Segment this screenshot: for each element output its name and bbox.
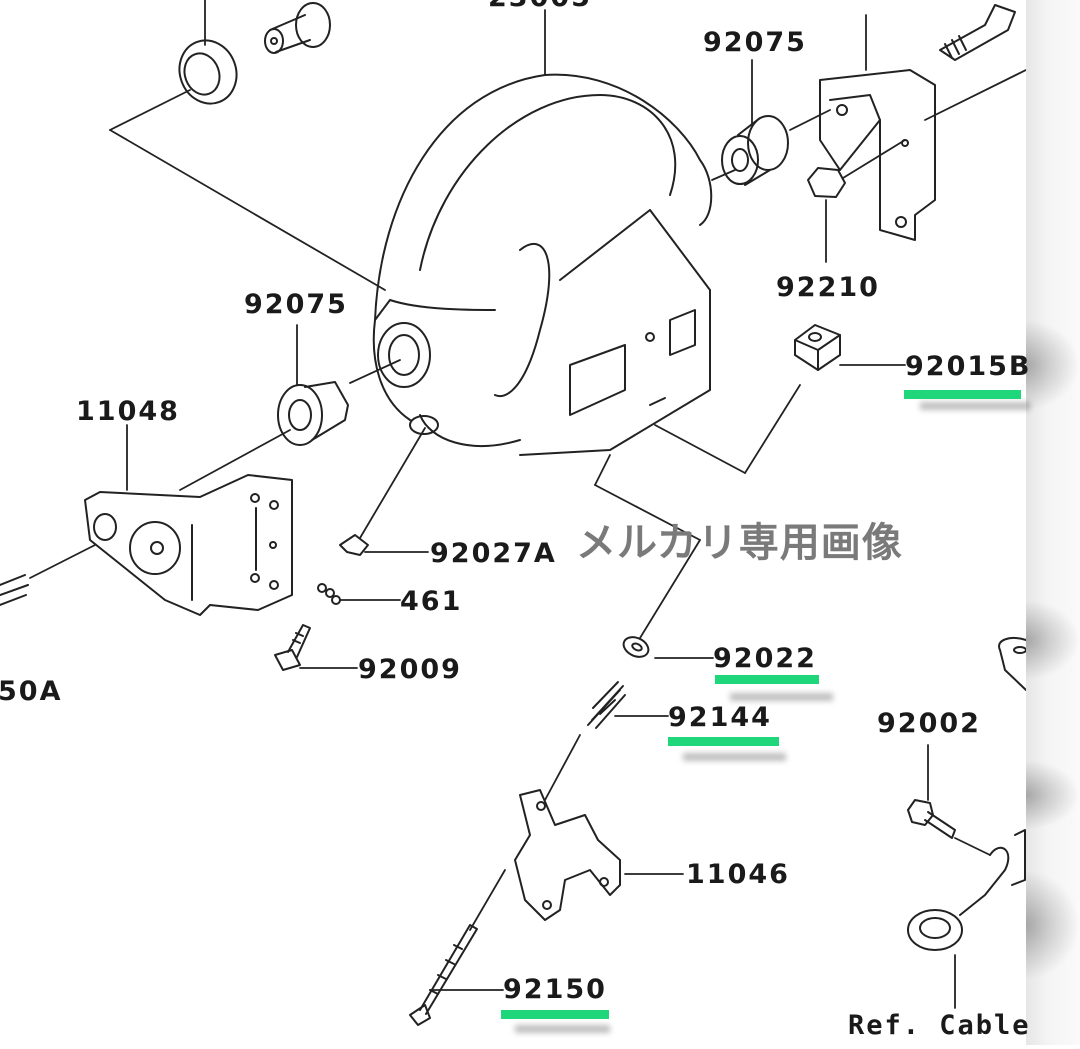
highlight-shadow [683,753,786,761]
spring-stub-part [0,574,29,606]
highlight-shadow [920,402,1030,410]
long-bolt-part [409,924,478,1026]
small-clip-part [317,583,341,605]
grommet-part [339,534,369,556]
rubber-bushing-left-part [277,381,349,446]
rubber-block-part [794,324,841,371]
seal-ring-part [178,39,238,105]
highlight-shadow [515,1025,610,1033]
part-label-23005: 23005 [488,0,592,11]
ref-cable-label: Ref. Cable [848,1010,1031,1041]
part-label-461: 461 [400,586,463,617]
washer-part [622,636,650,658]
part-label-92210: 92210 [776,272,880,303]
partial-bracket-part [998,637,1027,691]
part-label-11046: 11046 [686,859,790,890]
spring-part [587,681,626,729]
part-label-92015B: 92015B [905,351,1032,382]
part-label-92009: 92009 [358,654,462,685]
part-label-92075-top: 92075 [703,27,807,58]
leader-lines [29,0,1031,1009]
mount-bracket-part [819,69,936,241]
part-label-92144: 92144 [668,702,772,733]
part-label-50A: 50A [0,676,63,707]
highlight-92150 [501,1010,609,1019]
flange-bolt-part [907,799,956,839]
rubber-bushing-top-part [721,115,789,186]
pin-bushing-part [264,2,331,54]
right-edge-shadow [1026,0,1080,1045]
screw-part [274,624,311,671]
part-label-92150: 92150 [503,974,607,1005]
highlight-92015B [904,390,1021,399]
part-label-92022: 92022 [713,643,817,674]
lower-bracket-part [84,474,293,616]
highlight-92144 [668,737,779,746]
part-label-92002: 92002 [877,708,981,739]
part-label-11048: 11048 [76,396,180,427]
cap-nut-part [807,167,846,198]
highlight-shadow [730,693,833,701]
bolt-part [939,4,1016,61]
watermark-text: メルカリ専用画像 [576,520,903,566]
headlight-housing-part [372,73,713,456]
part-label-92027A: 92027A [430,538,557,569]
upper-bracket-part [514,789,621,921]
highlight-92022 [715,675,819,684]
cable-hook-part [907,829,1026,951]
part-label-92075-left: 92075 [244,289,348,320]
